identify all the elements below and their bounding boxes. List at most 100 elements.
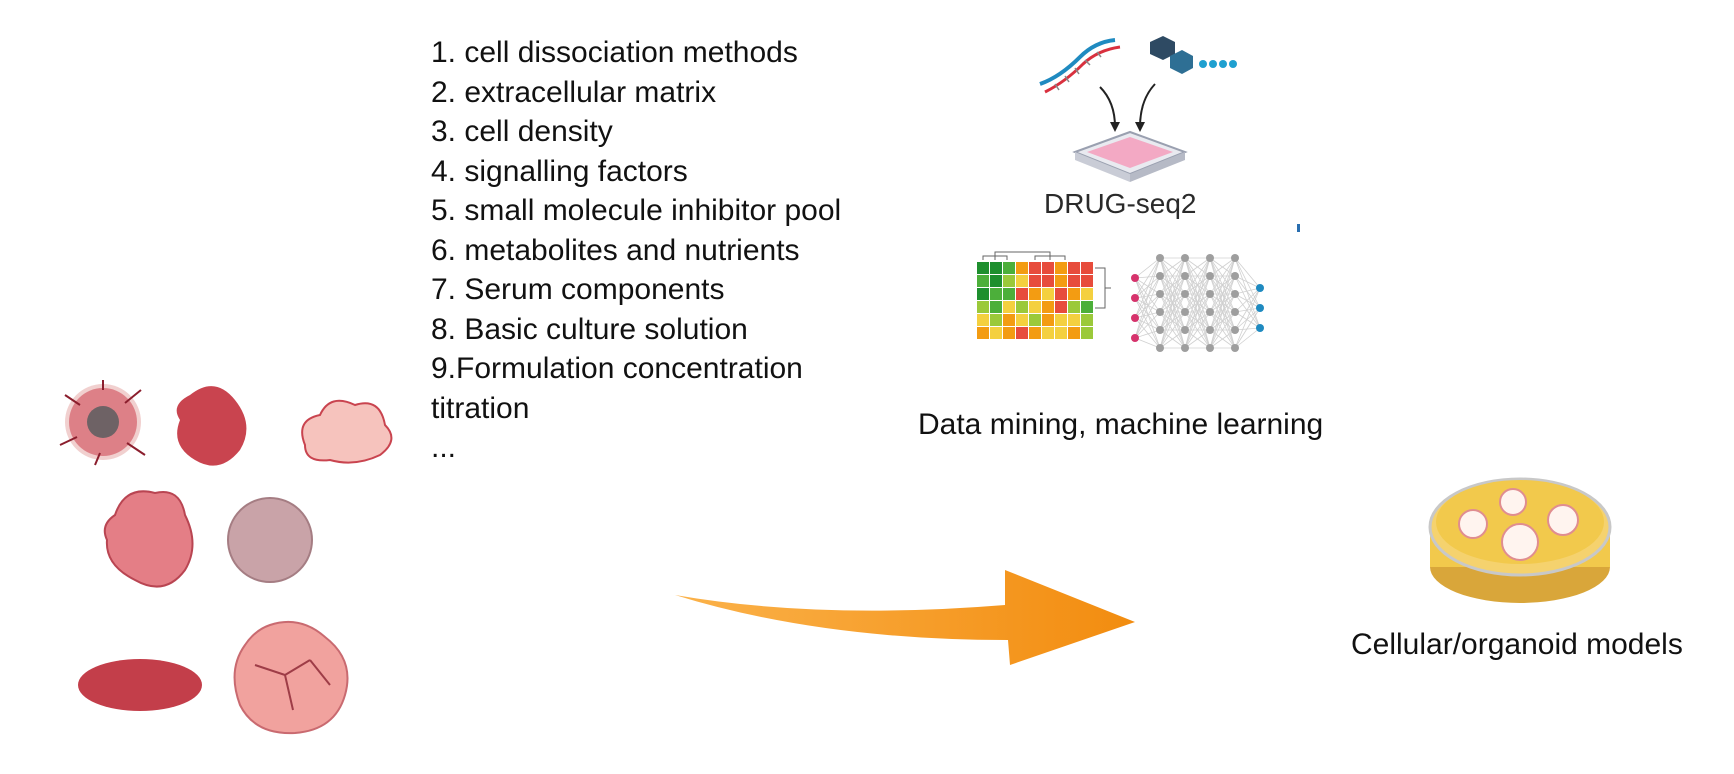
heatmap-cell bbox=[1016, 314, 1028, 326]
compound-molecule-icon bbox=[1150, 36, 1237, 74]
heatmap-cell bbox=[1081, 275, 1093, 287]
heatmap-cell bbox=[1016, 327, 1028, 339]
nn-edge bbox=[1134, 317, 1161, 331]
factor-item: 2. extracellular matrix bbox=[431, 75, 717, 109]
heatmap-cell bbox=[1003, 327, 1015, 339]
heatmap-cell bbox=[1003, 275, 1015, 287]
heatmap-cell bbox=[1016, 275, 1028, 287]
nn-edge bbox=[1234, 257, 1261, 309]
nn-edge bbox=[1134, 297, 1161, 313]
nn-node bbox=[1231, 326, 1239, 334]
nn-node bbox=[1206, 272, 1214, 280]
nn-edge bbox=[1159, 293, 1186, 349]
heatmap-cell bbox=[1003, 288, 1015, 300]
nn-edge bbox=[1159, 257, 1186, 277]
heatmap-cell bbox=[990, 301, 1002, 313]
tissue-blob-pink bbox=[301, 399, 393, 464]
nn-edge bbox=[1159, 257, 1186, 313]
nn-edge bbox=[1134, 277, 1161, 331]
nn-node bbox=[1156, 272, 1164, 280]
nn-edge bbox=[1209, 275, 1236, 349]
nn-edge bbox=[1234, 287, 1261, 295]
nn-edge bbox=[1209, 257, 1236, 277]
nn-node bbox=[1131, 274, 1139, 282]
tissue-lumpy-organ bbox=[103, 490, 194, 588]
nn-node bbox=[1231, 272, 1239, 280]
nn-edge bbox=[1184, 275, 1211, 349]
nn-edge bbox=[1159, 257, 1186, 295]
primary-tissue-samples bbox=[59, 380, 393, 735]
data-mining-label: Data mining, machine learning bbox=[918, 408, 1324, 441]
heatmap-cell bbox=[1055, 262, 1067, 274]
factor-item: 5. small molecule inhibitor pool bbox=[431, 194, 842, 227]
nn-edge bbox=[1209, 257, 1236, 313]
nn-edge bbox=[1184, 329, 1211, 349]
nn-edge bbox=[1234, 275, 1261, 309]
heatmap-cell bbox=[977, 262, 989, 274]
nn-node bbox=[1181, 326, 1189, 334]
nn-edge bbox=[1184, 257, 1211, 331]
heatmap-cell bbox=[1055, 275, 1067, 287]
heatmap-cell bbox=[1016, 288, 1028, 300]
tissue-blob-red bbox=[176, 386, 247, 466]
dna-strand-icon bbox=[1039, 38, 1121, 94]
nn-edge bbox=[1209, 293, 1236, 349]
arrow-down-icon bbox=[1139, 83, 1156, 128]
factor-item: 7. Serum components bbox=[431, 273, 725, 306]
heatmap-cell bbox=[990, 314, 1002, 326]
nn-edge bbox=[1184, 257, 1211, 313]
nn-edge bbox=[1159, 257, 1186, 331]
heatmap-cell bbox=[1042, 275, 1054, 287]
tumor-tissue-icon bbox=[59, 380, 146, 466]
nn-edge bbox=[1234, 287, 1261, 331]
heatmap-cell bbox=[1081, 288, 1093, 300]
nn-edge bbox=[1134, 257, 1161, 299]
nn-edge bbox=[1134, 329, 1161, 339]
nn-edge bbox=[1234, 311, 1261, 329]
heatmap-cell bbox=[1003, 314, 1015, 326]
nn-node bbox=[1206, 344, 1214, 352]
nn-edge bbox=[1134, 293, 1161, 299]
heatmap-cell bbox=[1068, 314, 1080, 326]
nn-edge bbox=[1134, 257, 1161, 319]
heatmap-cell bbox=[1003, 262, 1015, 274]
heatmap-cell bbox=[1068, 275, 1080, 287]
heatmap-cell bbox=[990, 327, 1002, 339]
nn-edge bbox=[1234, 327, 1261, 331]
nn-edge bbox=[1184, 257, 1211, 349]
heatmap-cell bbox=[977, 314, 989, 326]
drugseq-illustration bbox=[1039, 36, 1237, 182]
nn-edge bbox=[1134, 311, 1161, 339]
nn-node bbox=[1256, 304, 1264, 312]
nn-node bbox=[1231, 254, 1239, 262]
heatmap-cell bbox=[1068, 301, 1080, 313]
nn-edge bbox=[1134, 297, 1161, 331]
nn-edge bbox=[1234, 293, 1261, 309]
arrow-down-icon bbox=[1099, 86, 1116, 128]
nn-edge bbox=[1159, 275, 1186, 349]
heatmap-cell bbox=[1055, 301, 1067, 313]
heatmap-cell bbox=[1029, 314, 1041, 326]
heatmap-cell bbox=[1042, 301, 1054, 313]
nn-node bbox=[1206, 290, 1214, 298]
nn-node bbox=[1231, 308, 1239, 316]
data-mining-illustration bbox=[977, 251, 1264, 352]
tissue-cracked-organoid bbox=[233, 621, 349, 735]
well-plate-icon bbox=[1072, 130, 1188, 182]
heatmap-cell bbox=[1029, 288, 1041, 300]
nn-node bbox=[1206, 308, 1214, 316]
nn-edge bbox=[1209, 329, 1236, 349]
nn-node bbox=[1156, 326, 1164, 334]
nn-edge bbox=[1134, 317, 1161, 349]
heatmap-cell bbox=[1042, 288, 1054, 300]
factor-item: 9.Formulation concentration bbox=[431, 352, 803, 385]
nn-edge bbox=[1234, 327, 1261, 349]
nn-node bbox=[1256, 324, 1264, 332]
factor-item: ... bbox=[431, 431, 457, 464]
nn-edge bbox=[1234, 275, 1261, 329]
neural-network-icon bbox=[1131, 254, 1264, 352]
nn-node bbox=[1156, 344, 1164, 352]
heatmap-cell bbox=[977, 327, 989, 339]
factor-item: 4. signalling factors bbox=[431, 154, 688, 188]
heatmap-cell bbox=[1068, 262, 1080, 274]
